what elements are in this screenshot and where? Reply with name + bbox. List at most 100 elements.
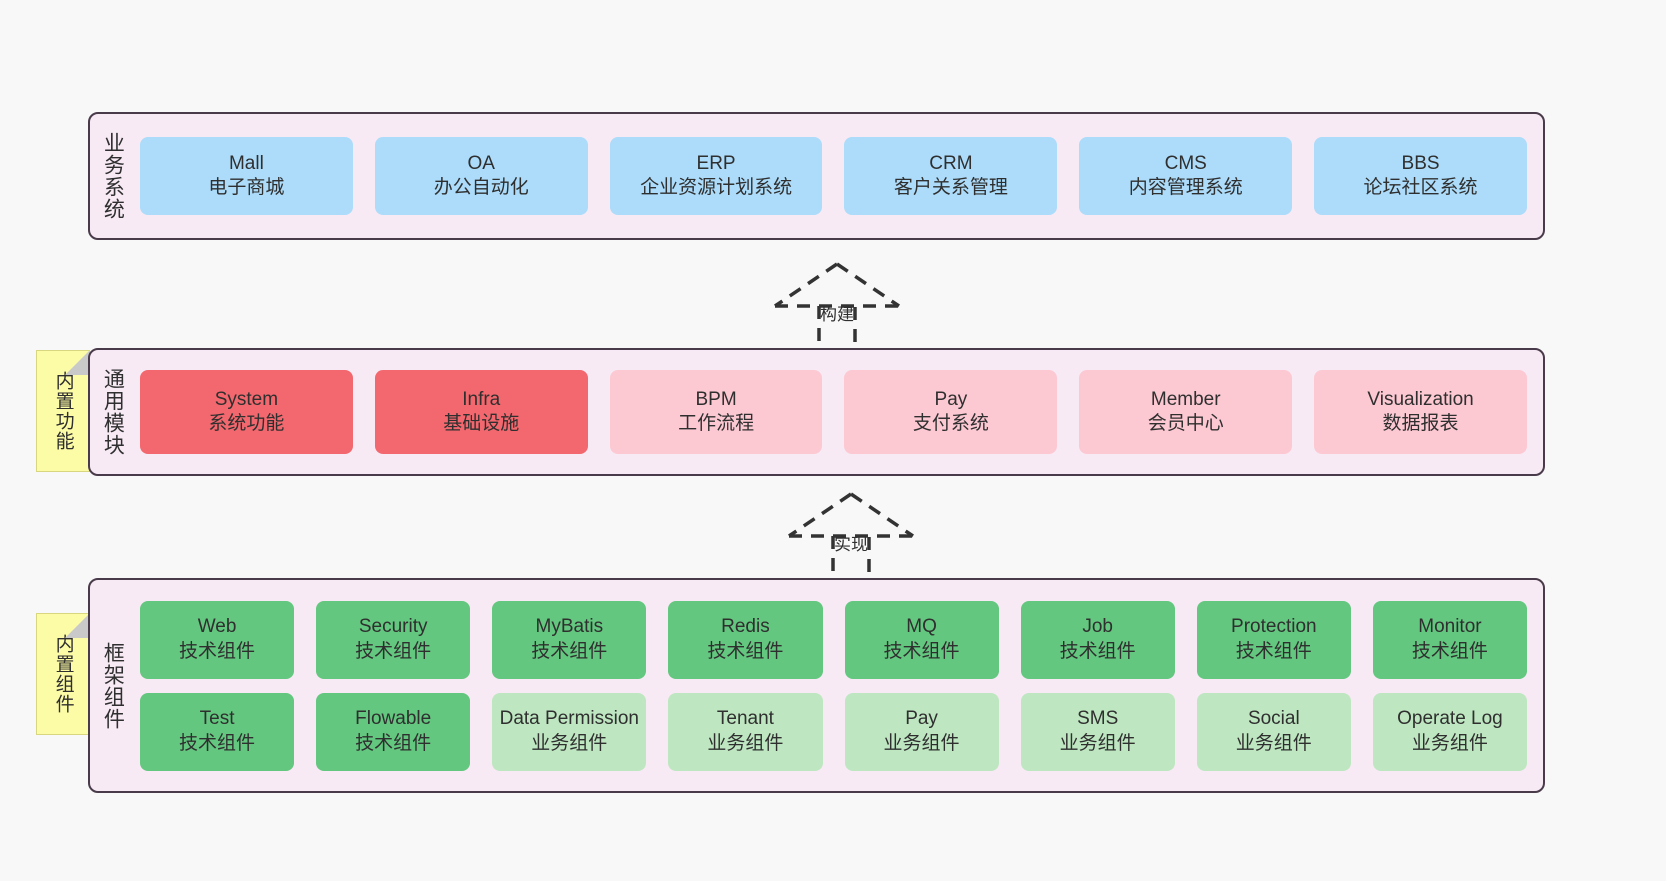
business-card-cms[interactable]: CMS 内容管理系统 bbox=[1079, 137, 1293, 215]
common-card-visualization[interactable]: Visualization 数据报表 bbox=[1314, 370, 1527, 454]
card-title: CMS bbox=[1164, 152, 1207, 174]
framework-card-pay[interactable]: Pay 业务组件 bbox=[844, 692, 999, 771]
card-title: Data Permission bbox=[499, 708, 639, 730]
business-card-mall[interactable]: Mall 电子商城 bbox=[140, 137, 353, 215]
card-title: Web bbox=[197, 616, 237, 638]
framework-card-security[interactable]: Security 技术组件 bbox=[316, 600, 471, 679]
layer-common-body: System 系统功能 Infra 基础设施 BPM 工作流程 Pay 支付系统… bbox=[134, 350, 1543, 474]
card-title: OA bbox=[467, 152, 495, 174]
card-title: BBS bbox=[1401, 152, 1440, 174]
card-title: SMS bbox=[1077, 708, 1119, 730]
framework-card-sms[interactable]: SMS 业务组件 bbox=[1020, 692, 1175, 771]
card-title: Mall bbox=[228, 152, 264, 174]
card-title: Infra bbox=[462, 388, 501, 410]
business-card-row: Mall 电子商城 OA 办公自动化 ERP 企业资源计划系统 CRM 客户关系… bbox=[140, 137, 1527, 215]
card-title: Member bbox=[1150, 388, 1221, 410]
card-subtitle: 技术组件 bbox=[1235, 640, 1312, 662]
common-card-pay[interactable]: Pay 支付系统 bbox=[844, 370, 1058, 454]
sticky-note-builtin-features: 内置功能 bbox=[36, 350, 90, 472]
framework-card-operate-log[interactable]: Operate Log 业务组件 bbox=[1372, 692, 1527, 771]
card-title: MyBatis bbox=[535, 616, 604, 638]
common-card-row: System 系统功能 Infra 基础设施 BPM 工作流程 Pay 支付系统… bbox=[140, 370, 1527, 454]
card-title: System bbox=[214, 388, 279, 410]
common-card-infra[interactable]: Infra 基础设施 bbox=[374, 370, 588, 454]
card-title: BPM bbox=[695, 388, 737, 410]
card-subtitle: 技术组件 bbox=[179, 640, 256, 662]
card-subtitle: 客户关系管理 bbox=[893, 177, 1008, 198]
card-title: Pay bbox=[905, 708, 938, 730]
card-subtitle: 技术组件 bbox=[1411, 640, 1488, 662]
card-title: Visualization bbox=[1367, 388, 1474, 410]
framework-card-protection[interactable]: Protection 技术组件 bbox=[1196, 600, 1351, 679]
common-card-system[interactable]: System 系统功能 bbox=[140, 370, 353, 454]
card-title: Security bbox=[358, 616, 428, 638]
card-subtitle: 业务组件 bbox=[707, 732, 784, 754]
framework-card-social[interactable]: Social 业务组件 bbox=[1196, 692, 1351, 771]
framework-card-web[interactable]: Web 技术组件 bbox=[140, 600, 295, 679]
card-subtitle: 技术组件 bbox=[179, 732, 256, 754]
card-subtitle: 工作流程 bbox=[678, 413, 755, 434]
connector-build: 构建 bbox=[762, 258, 912, 354]
card-subtitle: 业务组件 bbox=[531, 732, 608, 754]
card-subtitle: 技术组件 bbox=[1059, 640, 1136, 662]
framework-card-mq[interactable]: MQ 技术组件 bbox=[844, 600, 999, 679]
card-title: Flowable bbox=[355, 708, 432, 730]
card-title: Pay bbox=[934, 388, 968, 410]
framework-card-data-permission[interactable]: Data Permission 业务组件 bbox=[492, 692, 647, 771]
card-title: Tenant bbox=[716, 708, 774, 730]
layer-framework-body: Web 技术组件 Security 技术组件 MyBatis 技术组件 Redi… bbox=[134, 580, 1543, 791]
framework-card-job[interactable]: Job 技术组件 bbox=[1020, 600, 1175, 679]
card-subtitle: 基础设施 bbox=[443, 413, 520, 434]
card-subtitle: 内容管理系统 bbox=[1128, 177, 1243, 198]
card-subtitle: 业务组件 bbox=[1235, 732, 1312, 754]
card-subtitle: 业务组件 bbox=[1059, 732, 1136, 754]
card-title: Redis bbox=[721, 616, 770, 638]
card-subtitle: 数据报表 bbox=[1382, 413, 1459, 434]
common-card-member[interactable]: Member 会员中心 bbox=[1079, 370, 1293, 454]
framework-card-redis[interactable]: Redis 技术组件 bbox=[668, 600, 823, 679]
card-subtitle: 会员中心 bbox=[1147, 413, 1224, 434]
framework-card-monitor[interactable]: Monitor 技术组件 bbox=[1372, 600, 1527, 679]
business-card-erp[interactable]: ERP 企业资源计划系统 bbox=[609, 137, 823, 215]
business-card-crm[interactable]: CRM 客户关系管理 bbox=[844, 137, 1058, 215]
layer-business-systems[interactable]: 业务系统 Mall 电子商城 OA 办公自动化 ERP 企业资源计划系统 CRM… bbox=[88, 112, 1545, 240]
business-card-bbs[interactable]: BBS 论坛社区系统 bbox=[1314, 137, 1527, 215]
card-title: MQ bbox=[906, 616, 937, 638]
layer-business-body: Mall 电子商城 OA 办公自动化 ERP 企业资源计划系统 CRM 客户关系… bbox=[134, 114, 1543, 238]
framework-tech-row: Web 技术组件 Security 技术组件 MyBatis 技术组件 Redi… bbox=[140, 600, 1527, 679]
card-subtitle: 业务组件 bbox=[1411, 732, 1488, 754]
card-subtitle: 业务组件 bbox=[883, 732, 960, 754]
card-title: Protection bbox=[1231, 616, 1317, 638]
card-subtitle: 技术组件 bbox=[355, 732, 432, 754]
card-title: Monitor bbox=[1418, 616, 1482, 638]
connector-realize: 实现 bbox=[776, 488, 926, 584]
card-title: Social bbox=[1247, 708, 1300, 730]
card-title: Operate Log bbox=[1397, 708, 1503, 730]
layer-business-title: 业务系统 bbox=[101, 132, 125, 220]
framework-card-tenant[interactable]: Tenant 业务组件 bbox=[668, 692, 823, 771]
card-subtitle: 技术组件 bbox=[883, 640, 960, 662]
framework-card-mybatis[interactable]: MyBatis 技术组件 bbox=[492, 600, 647, 679]
layer-framework-components[interactable]: 框架组件 Web 技术组件 Security 技术组件 MyBatis 技术组件… bbox=[88, 578, 1545, 793]
layer-framework-title: 框架组件 bbox=[101, 641, 125, 730]
card-title: CRM bbox=[929, 152, 973, 174]
card-title: Test bbox=[199, 708, 235, 730]
card-subtitle: 技术组件 bbox=[707, 640, 784, 662]
connector-realize-label: 实现 bbox=[834, 535, 868, 554]
card-title: Job bbox=[1082, 616, 1113, 638]
card-subtitle: 系统功能 bbox=[208, 413, 285, 434]
card-subtitle: 电子商城 bbox=[208, 177, 285, 198]
connector-build-label: 构建 bbox=[820, 305, 854, 324]
layer-common-modules[interactable]: 通用模块 System 系统功能 Infra 基础设施 BPM 工作流程 Pay… bbox=[88, 348, 1545, 476]
common-card-bpm[interactable]: BPM 工作流程 bbox=[609, 370, 823, 454]
business-card-oa[interactable]: OA 办公自动化 bbox=[374, 137, 588, 215]
framework-biz-row: Test 技术组件 Flowable 技术组件 Data Permission … bbox=[140, 692, 1527, 771]
layer-common-title: 通用模块 bbox=[101, 368, 125, 456]
card-subtitle: 办公自动化 bbox=[433, 177, 529, 198]
card-title: ERP bbox=[696, 152, 736, 174]
card-subtitle: 企业资源计划系统 bbox=[640, 177, 793, 198]
card-subtitle: 技术组件 bbox=[355, 640, 432, 662]
framework-card-test[interactable]: Test 技术组件 bbox=[140, 692, 295, 771]
framework-card-flowable[interactable]: Flowable 技术组件 bbox=[316, 692, 471, 771]
